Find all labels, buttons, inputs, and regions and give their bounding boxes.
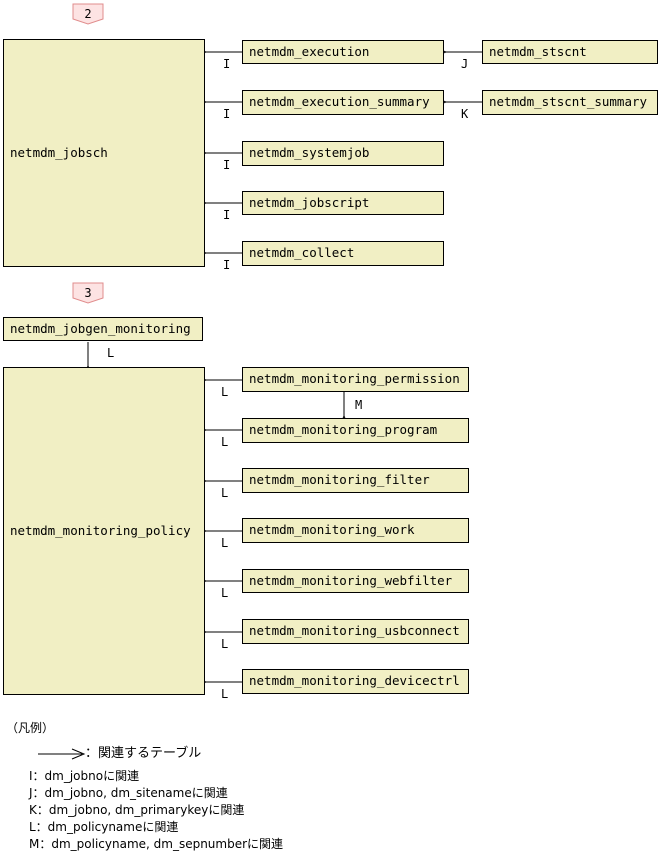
table-name: netmdm_stscnt_summary (489, 94, 648, 110)
legend-item: J：dm_jobno, dm_sitenameに関連 (29, 786, 228, 800)
table-name: netmdm_monitoring_usbconnect (249, 623, 460, 639)
relation-label: L (221, 435, 229, 449)
legend-item: M：dm_policyname, dm_sepnumberに関連 (29, 837, 284, 851)
marker-badge-icon (72, 3, 104, 25)
relation-label: I (223, 57, 231, 71)
legend-title: （凡例） (6, 721, 55, 735)
relation-label: L (221, 536, 229, 550)
table-name: netmdm_monitoring_work (249, 522, 415, 538)
table-netmdm-monitoring-program: netmdm_monitoring_program (242, 418, 469, 443)
table-name: netmdm_stscnt (489, 43, 587, 59)
table-name: netmdm_collect (249, 245, 355, 261)
table-netmdm-stscnt: netmdm_stscnt (482, 40, 658, 64)
table-netmdm-jobscript: netmdm_jobscript (242, 191, 444, 215)
table-netmdm-jobsch: netmdm_jobsch (3, 39, 205, 267)
relation-label: M (355, 398, 363, 412)
relation-label: L (221, 637, 229, 651)
table-name: netmdm_monitoring_webfilter (249, 572, 453, 588)
marker-label: 2 (84, 7, 92, 21)
legend-item: L：dm_policynameに関連 (29, 820, 179, 834)
relation-label: I (223, 158, 231, 172)
relation-label: I (223, 107, 231, 121)
legend-arrow-text: ：関連するテーブル (85, 746, 202, 761)
marker-label: 3 (84, 286, 92, 300)
relation-label: L (107, 346, 115, 360)
table-name: netmdm_execution_summary (249, 94, 430, 110)
table-netmdm-monitoring-webfilter: netmdm_monitoring_webfilter (242, 569, 469, 593)
table-name: netmdm_jobgen_monitoring (10, 320, 191, 336)
table-name: netmdm_jobscript (249, 194, 370, 210)
table-name: netmdm_execution (249, 43, 370, 59)
relation-label: L (221, 486, 229, 500)
table-netmdm-stscnt-summary: netmdm_stscnt_summary (482, 90, 658, 115)
table-netmdm-monitoring-usbconnect: netmdm_monitoring_usbconnect (242, 619, 469, 644)
table-name: netmdm_jobsch (10, 144, 108, 160)
table-netmdm-execution: netmdm_execution (242, 40, 444, 64)
table-netmdm-monitoring-filter: netmdm_monitoring_filter (242, 468, 469, 493)
table-netmdm-jobgen-monitoring: netmdm_jobgen_monitoring (3, 317, 203, 341)
table-netmdm-systemjob: netmdm_systemjob (242, 141, 444, 166)
table-netmdm-monitoring-permission: netmdm_monitoring_permission (242, 367, 469, 392)
relation-label: K (461, 107, 469, 121)
table-netmdm-monitoring-devicectrl: netmdm_monitoring_devicectrl (242, 669, 469, 694)
relation-label: L (221, 586, 229, 600)
table-name: netmdm_monitoring_devicectrl (249, 673, 460, 689)
table-netmdm-collect: netmdm_collect (242, 241, 444, 266)
relation-label: I (223, 208, 231, 222)
table-netmdm-execution-summary: netmdm_execution_summary (242, 90, 444, 115)
relation-label: L (221, 687, 229, 701)
section-marker-3: 3 (72, 282, 104, 304)
section-marker-2: 2 (72, 3, 104, 25)
table-name: netmdm_systemjob (249, 145, 370, 161)
relation-label: L (221, 385, 229, 399)
table-name: netmdm_monitoring_policy (10, 522, 191, 538)
table-name: netmdm_monitoring_program (249, 422, 438, 438)
table-name: netmdm_monitoring_filter (249, 472, 430, 488)
table-name: netmdm_monitoring_permission (249, 371, 460, 387)
legend-item: K：dm_jobno, dm_primarykeyに関連 (29, 803, 245, 817)
relation-label: J (461, 57, 469, 71)
marker-badge-icon (72, 282, 104, 304)
legend-item: I：dm_jobnoに関連 (29, 769, 140, 783)
table-netmdm-monitoring-work: netmdm_monitoring_work (242, 518, 469, 543)
table-netmdm-monitoring-policy: netmdm_monitoring_policy (3, 367, 205, 695)
relation-label: I (223, 258, 231, 272)
